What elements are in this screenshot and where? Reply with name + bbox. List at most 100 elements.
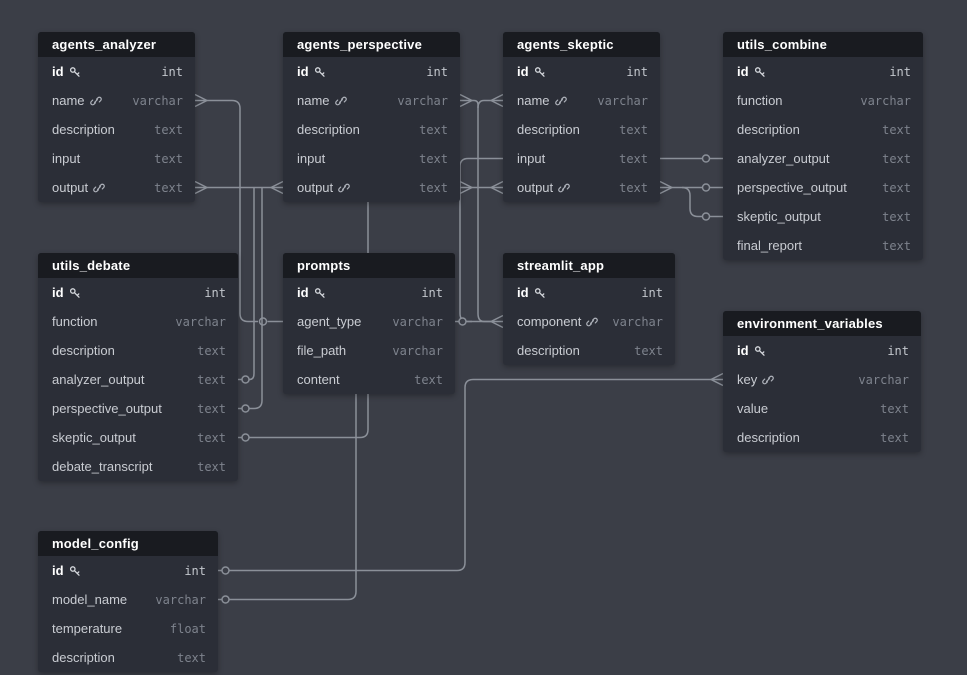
relationship-edge-model_id-env_key[interactable] <box>218 372 724 575</box>
field-name: description <box>297 122 360 137</box>
table-header[interactable]: utils_combine <box>723 32 923 57</box>
relationship-edge-debate_skeptic_output-up[interactable] <box>238 187 369 442</box>
table-header[interactable]: model_config <box>38 531 218 556</box>
table-header[interactable]: agents_skeptic <box>503 32 660 57</box>
key-icon <box>314 287 325 298</box>
link-icon <box>334 96 347 105</box>
field-name: model_name <box>52 592 128 607</box>
relationship-edge-debate_perspective_output-up[interactable] <box>238 187 263 413</box>
table-header[interactable]: prompts <box>283 253 455 278</box>
field-type: text <box>154 180 183 195</box>
field-type: varchar <box>175 314 226 329</box>
relationship-edge-debate_analyzer_output-up[interactable] <box>238 187 255 384</box>
field-type: varchar <box>392 314 443 329</box>
field-name: content <box>297 372 340 387</box>
field-type: varchar <box>397 93 448 108</box>
field-row-output[interactable]: output text <box>503 173 660 202</box>
key-icon <box>69 287 80 298</box>
field-type: text <box>882 151 911 166</box>
table-header[interactable]: environment_variables <box>723 311 921 336</box>
field-type: text <box>177 650 206 665</box>
relationship-edge-perspective_output-skeptic_output[interactable] <box>459 180 504 195</box>
field-type: int <box>204 285 226 300</box>
field-row-description[interactable]: description text <box>283 115 460 144</box>
key-icon <box>534 287 545 298</box>
relationship-edge-prompts_agent_type-streamlit_component[interactable] <box>455 314 504 329</box>
table-title: model_config <box>52 536 139 551</box>
field-name: input <box>297 151 326 166</box>
field-type: varchar <box>612 314 663 329</box>
field-type: text <box>419 180 448 195</box>
table-header[interactable]: agents_analyzer <box>38 32 195 57</box>
field-type: text <box>419 122 448 137</box>
field-type: text <box>197 401 226 416</box>
field-type: text <box>619 180 648 195</box>
field-name: id <box>737 343 749 358</box>
table-header[interactable]: streamlit_app <box>503 253 675 278</box>
key-icon <box>534 66 545 77</box>
key-icon <box>754 345 765 356</box>
table-header[interactable]: agents_perspective <box>283 32 460 57</box>
field-name: output <box>517 180 554 195</box>
relationship-edge-analyzer_output-perspective_output[interactable] <box>194 180 284 195</box>
relationship-edge-names-trunk[interactable] <box>459 93 504 323</box>
table-header[interactable]: utils_debate <box>38 253 238 278</box>
field-type: text <box>154 151 183 166</box>
relationship-edge-model_name-up[interactable] <box>218 300 357 604</box>
relationship-edge-skeptic_output-combine[interactable] <box>659 180 723 221</box>
field-name: description <box>52 343 115 358</box>
